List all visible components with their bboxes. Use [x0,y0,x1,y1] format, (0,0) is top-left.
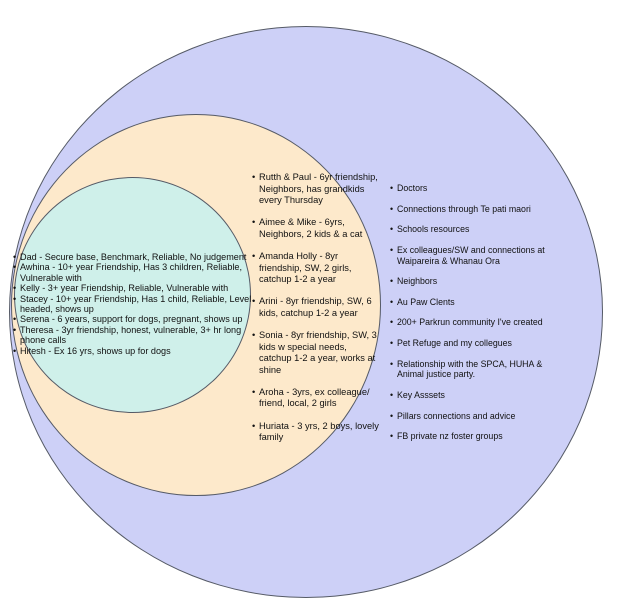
middle-list-item: Huriata - 3 yrs, 2 boys, lovely family [252,421,381,444]
outer-list-item: Relationship with the SPCA, HUHA & Anima… [390,359,557,381]
outer-list-item: FB private nz foster groups [390,431,557,442]
inner-circle-list: Dad - Secure base, Benchmark, Reliable, … [13,252,258,356]
inner-list-item: Theresa - 3yr friendship, honest, vulner… [13,325,258,346]
middle-list-item: Sonia - 8yr friendship, SW, 3 kids w spe… [252,330,381,376]
inner-list-item: Dad - Secure base, Benchmark, Reliable, … [13,252,258,263]
inner-list-item: Serena - 6 years, support for dogs, preg… [13,314,258,325]
outer-list-item: Schools resources [390,224,557,235]
outer-list-item: Neighbors [390,276,557,287]
inner-list-item: Awhina - 10+ year Friendship, Has 3 chil… [13,262,258,283]
outer-list-item: Key Asssets [390,390,557,401]
outer-list-item: Doctors [390,183,557,194]
inner-list-item: Kelly - 3+ year Friendship, Reliable, Vu… [13,283,258,294]
inner-list-item: Hitesh - Ex 16 yrs, shows up for dogs [13,346,258,357]
middle-list-item: Amanda Holly - 8yr friendship, SW, 2 gir… [252,251,381,286]
outer-list-item: 200+ Parkrun community I've created [390,317,557,328]
middle-list-item: Aimee & Mike - 6yrs, Neighbors, 2 kids &… [252,217,381,240]
inner-list-item: Stacey - 10+ year Friendship, Has 1 chil… [13,294,258,315]
outer-list-item: Connections through Te pati maori [390,204,557,215]
outer-list-item: Pet Refuge and my collegues [390,338,557,349]
outer-list-item: Pillars connections and advice [390,411,557,422]
outer-list-item: Au Paw Clents [390,297,557,308]
middle-list-item: Rutth & Paul - 6yr friendship, Neighbors… [252,172,381,207]
middle-circle-list: Rutth & Paul - 6yr friendship, Neighbors… [252,172,381,454]
outer-list-item: Ex colleagues/SW and connections at Waip… [390,245,557,267]
middle-list-item: Aroha - 3yrs, ex colleague/ friend, loca… [252,387,381,410]
outer-circle-list: Doctors Connections through Te pati maor… [390,183,557,452]
middle-list-item: Arini - 8yr friendship, SW, 6 kids, catc… [252,296,381,319]
